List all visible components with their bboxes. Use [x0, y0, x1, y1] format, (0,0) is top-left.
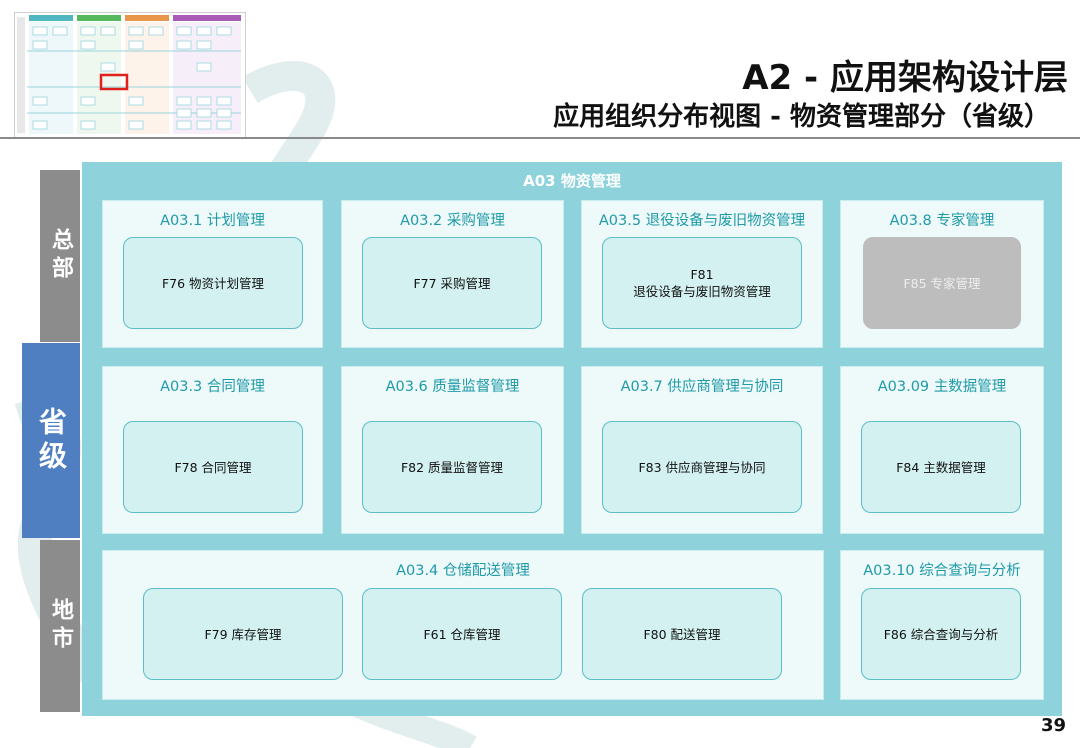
group-title: A03.2 采购管理 [400, 213, 505, 229]
group-quality-supervision: A03.6 质量监督管理 F82 质量监督管理 [341, 366, 564, 534]
function-label: F79 库存管理 [204, 626, 282, 642]
group-master-data-management: A03.09 主数据管理 F84 主数据管理 [840, 366, 1044, 534]
function-box[interactable]: F79 库存管理 [143, 588, 343, 680]
group-title: A03.4 仓储配送管理 [396, 563, 530, 579]
level-label-city: 地市 [40, 540, 80, 712]
function-box[interactable]: F78 合同管理 [123, 421, 303, 513]
function-label: F84 主数据管理 [896, 459, 986, 475]
function-label: F85 专家管理 [903, 275, 981, 291]
function-label: F61 仓库管理 [423, 626, 501, 642]
group-title: A03.10 综合查询与分析 [863, 563, 1021, 579]
module-container-a03: A03 物资管理 A03.1 计划管理 F76 物资计划管理 A03.2 采购管… [82, 162, 1062, 716]
group-title: A03.7 供应商管理与协同 [620, 379, 784, 395]
function-label: 退役设备与废旧物资管理 [633, 284, 771, 299]
function-label: F86 综合查询与分析 [883, 626, 999, 642]
function-label: F80 配送管理 [643, 626, 721, 642]
group-contract-management: A03.3 合同管理 F78 合同管理 [102, 366, 323, 534]
function-box[interactable]: F82 质量监督管理 [362, 421, 542, 513]
function-box[interactable]: F81 退役设备与废旧物资管理 [602, 237, 802, 329]
group-supplier-management: A03.7 供应商管理与协同 F83 供应商管理与协同 [581, 366, 823, 534]
function-label: F81 [690, 267, 714, 282]
group-retired-equipment-management: A03.5 退役设备与废旧物资管理 F81 退役设备与废旧物资管理 [581, 200, 823, 348]
group-expert-management: A03.8 专家管理 F85 专家管理 [840, 200, 1044, 348]
level-label-province: 省级 [22, 343, 80, 538]
group-procurement-management: A03.2 采购管理 F77 采购管理 [341, 200, 564, 348]
module-title: A03 物资管理 [523, 172, 621, 190]
function-box-inactive[interactable]: F85 专家管理 [863, 237, 1021, 329]
page-number: 39 [1040, 715, 1066, 736]
group-title: A03.5 退役设备与废旧物资管理 [598, 213, 806, 229]
function-box[interactable]: F76 物资计划管理 [123, 237, 303, 329]
function-label: F83 供应商管理与协同 [638, 459, 766, 475]
level-label-hq: 总部 [40, 170, 80, 342]
overview-thumbnail [14, 12, 246, 138]
title-divider [0, 137, 1080, 139]
group-title: A03.6 质量监督管理 [385, 379, 520, 395]
function-box[interactable]: F61 仓库管理 [362, 588, 562, 680]
function-label: F78 合同管理 [174, 459, 252, 475]
page-title: A2 - 应用架构设计层 [742, 58, 1068, 98]
function-box[interactable]: F83 供应商管理与协同 [602, 421, 802, 513]
group-title: A03.1 计划管理 [160, 213, 265, 229]
function-box[interactable]: F86 综合查询与分析 [861, 588, 1021, 680]
function-box[interactable]: F80 配送管理 [582, 588, 782, 680]
function-label: F77 采购管理 [413, 275, 491, 291]
group-plan-management: A03.1 计划管理 F76 物资计划管理 [102, 200, 323, 348]
page-subtitle: 应用组织分布视图 - 物资管理部分（省级） [553, 102, 1050, 132]
group-title: A03.3 合同管理 [160, 379, 265, 395]
group-title: A03.8 专家管理 [889, 213, 995, 229]
group-query-analysis: A03.10 综合查询与分析 F86 综合查询与分析 [840, 550, 1044, 700]
overview-thumbnail-graphic [15, 13, 245, 137]
group-warehouse-distribution: A03.4 仓储配送管理 F79 库存管理 F61 仓库管理 F80 配送管理 [102, 550, 824, 700]
function-box[interactable]: F77 采购管理 [362, 237, 542, 329]
function-label: F82 质量监督管理 [400, 459, 504, 475]
function-box[interactable]: F84 主数据管理 [861, 421, 1021, 513]
function-label: F76 物资计划管理 [161, 275, 265, 291]
group-title: A03.09 主数据管理 [877, 379, 1007, 395]
